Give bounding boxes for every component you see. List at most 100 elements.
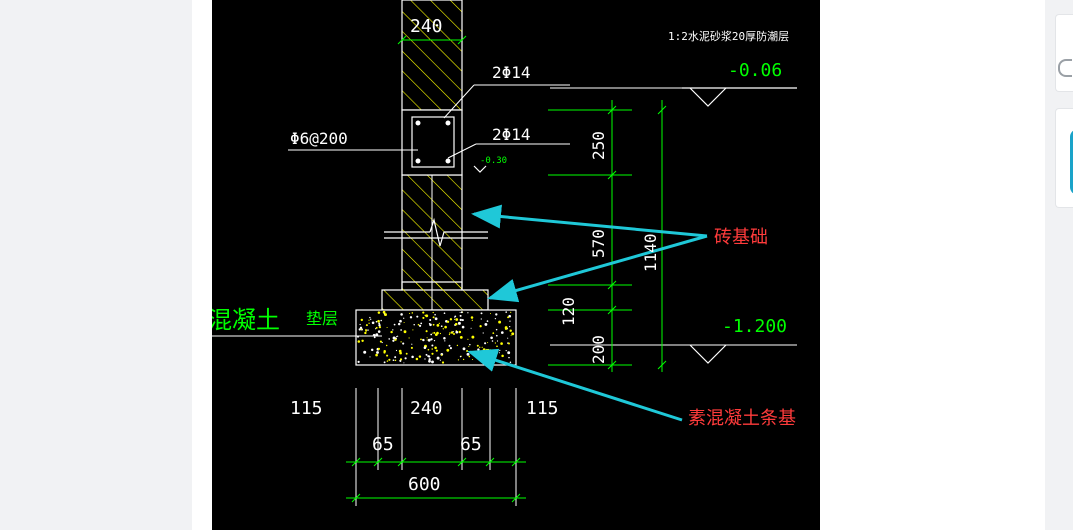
concrete-speckle [426, 337, 428, 339]
concrete-speckle [411, 312, 414, 314]
concrete-speckle [489, 313, 492, 315]
concrete-speckle [357, 360, 360, 364]
concrete-speckle [457, 321, 461, 325]
dim-65-left: 65 [372, 434, 394, 455]
concrete-speckle [495, 328, 498, 331]
concrete-speckle [399, 351, 402, 355]
concrete-speckle [431, 348, 433, 350]
concrete-speckle [400, 313, 403, 316]
concrete-speckle [496, 345, 498, 348]
concrete-speckle [413, 324, 415, 326]
concrete-speckle [507, 316, 510, 319]
concrete-speckle [390, 330, 393, 334]
concrete-speckle [508, 342, 510, 345]
concrete-speckle [448, 344, 451, 347]
side-card-top[interactable] [1055, 14, 1073, 92]
concrete-speckle [400, 341, 402, 343]
label-brick-foundation: 砖基础 [714, 227, 768, 248]
concrete-speckle [439, 332, 442, 335]
concrete-speckle [427, 355, 430, 358]
side-card-bottom[interactable] [1055, 108, 1073, 208]
concrete-speckle [446, 320, 450, 324]
concrete-speckle [400, 329, 402, 331]
concrete-speckle [415, 357, 419, 361]
concrete-speckle [430, 338, 433, 341]
concrete-speckle [494, 317, 497, 320]
concrete-speckle [455, 318, 459, 321]
concrete-speckle [492, 332, 495, 334]
concrete-speckle [487, 348, 490, 352]
concrete-speckle [491, 340, 494, 342]
concrete-speckle [386, 360, 389, 362]
concrete-speckle [507, 351, 511, 355]
concrete-speckle [357, 340, 361, 343]
refresh-icon [1058, 59, 1072, 77]
concrete-speckle [381, 341, 383, 344]
concrete-speckle [410, 346, 413, 349]
concrete-speckle [376, 351, 379, 354]
level-top: -0.06 [728, 60, 782, 81]
concrete-speckle [428, 359, 431, 363]
concrete-speckle [439, 359, 441, 361]
concrete-speckle [424, 358, 426, 360]
concrete-speckle [510, 311, 512, 313]
concrete-speckle [392, 359, 395, 362]
level-markers [473, 87, 797, 364]
concrete-speckle [423, 346, 427, 349]
concrete-speckle [477, 348, 480, 351]
concrete-speckle [505, 350, 507, 352]
concrete-speckle [505, 311, 508, 313]
concrete-speckle [461, 319, 464, 322]
concrete-speckle [399, 319, 402, 323]
concrete-speckle [454, 316, 456, 318]
concrete-speckle [426, 339, 428, 341]
concrete-speckle [490, 336, 493, 340]
concrete-speckle [382, 310, 386, 314]
concrete-speckle [481, 346, 483, 348]
concrete-speckle [405, 352, 408, 355]
concrete-speckle [412, 329, 414, 331]
concrete-speckle [429, 319, 432, 321]
concrete-speckle [392, 329, 394, 331]
concrete-speckle [458, 330, 462, 334]
concrete-speckle [430, 333, 433, 336]
concrete-speckle [377, 319, 380, 323]
concrete-speckle [496, 340, 499, 342]
concrete-speckle [444, 340, 446, 342]
concrete-speckle [470, 316, 474, 319]
dim-bottom [346, 457, 526, 503]
concrete-speckle [459, 314, 462, 317]
concrete-speckle [487, 342, 489, 344]
concrete-speckle [436, 356, 440, 360]
concrete-speckle [510, 335, 512, 337]
concrete-speckle [411, 355, 414, 359]
concrete-speckle [479, 325, 482, 328]
concrete-speckle [434, 317, 438, 321]
concrete-speckle [495, 313, 498, 316]
concrete-speckle [375, 320, 378, 323]
concrete-speckle [359, 326, 363, 329]
leader-lines [212, 84, 797, 346]
dim-vertical [548, 100, 667, 372]
dim-240-bottom: 240 [410, 398, 443, 419]
concrete-speckle [488, 359, 490, 362]
concrete-speckle [397, 335, 399, 337]
concrete-speckle [377, 330, 381, 333]
concrete-speckle [470, 327, 472, 329]
concrete-speckle [460, 311, 463, 314]
concrete-speckle [480, 318, 482, 320]
concrete-speckle [418, 355, 422, 358]
concrete-speckle [484, 342, 487, 345]
concrete-speckle [468, 355, 471, 358]
concrete-speckle [444, 325, 447, 329]
concrete-speckle [424, 314, 426, 316]
concrete-speckle [371, 321, 375, 325]
concrete-speckle [433, 331, 436, 334]
concrete-speckle [453, 333, 455, 335]
concrete-speckle [484, 322, 488, 326]
concrete-speckle [403, 330, 407, 334]
concrete-speckle [427, 338, 431, 342]
concrete-speckle [379, 340, 382, 343]
concrete-speckle [443, 337, 446, 340]
left-sidebar [0, 0, 192, 530]
